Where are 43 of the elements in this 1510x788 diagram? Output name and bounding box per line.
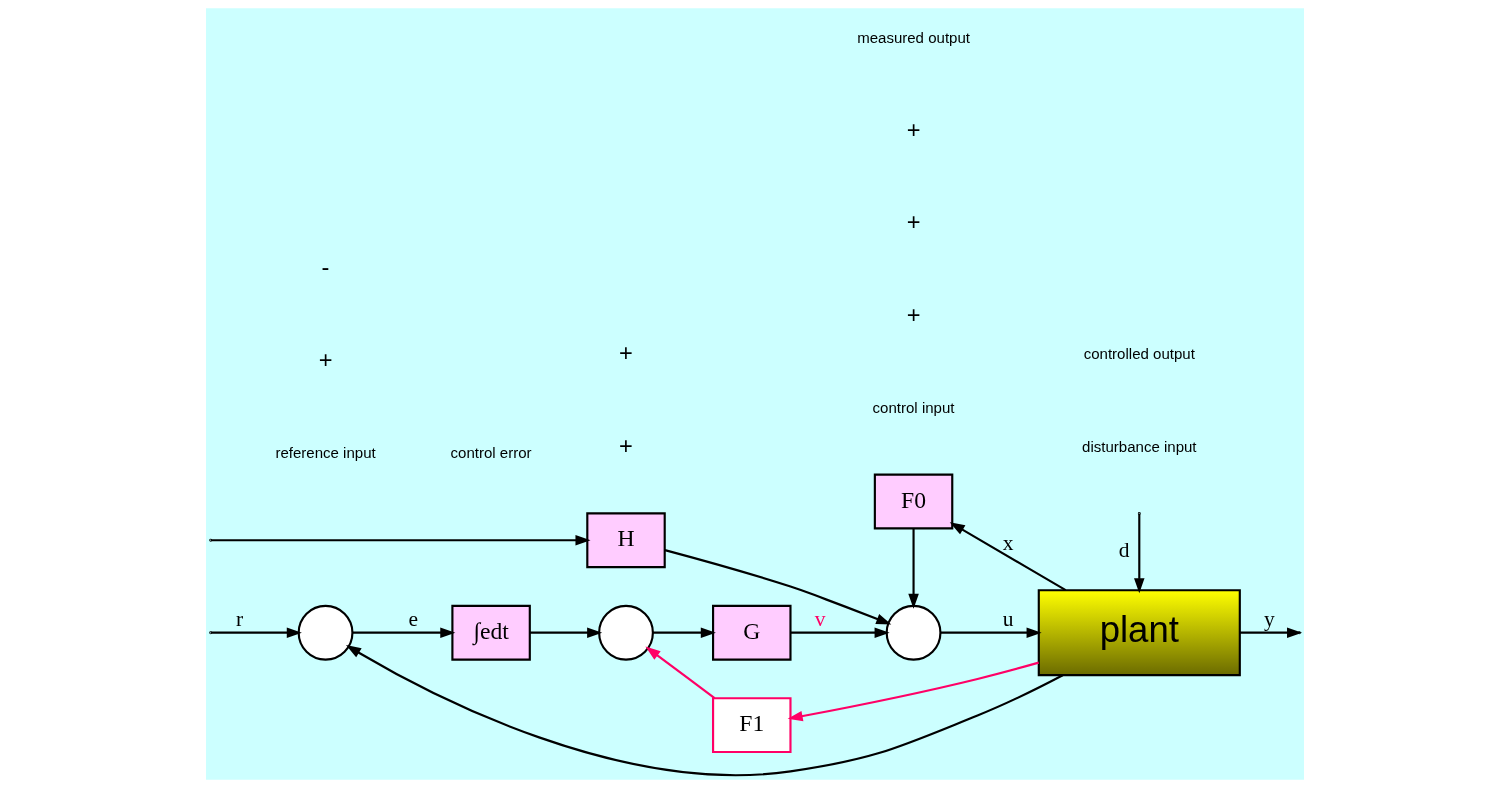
node-box: G — [712, 604, 792, 661]
label: + — [906, 209, 921, 236]
arrow — [949, 522, 1067, 592]
label: measured output — [857, 29, 970, 47]
node-box: F1 — [712, 697, 792, 754]
arrow — [211, 534, 591, 546]
arrow — [664, 549, 892, 625]
label: + — [906, 301, 921, 328]
edge-label: x — [1002, 530, 1014, 555]
arrow — [908, 528, 919, 609]
label: disturbance input — [1082, 437, 1197, 455]
node-box: ∫edt — [451, 604, 531, 661]
label: controlled output — [1083, 345, 1195, 363]
edge-label: u — [1002, 607, 1014, 632]
edge-label: r — [235, 607, 244, 632]
arrow — [352, 627, 456, 638]
node-circle — [598, 604, 654, 661]
arrow — [940, 627, 1042, 638]
arrow — [790, 627, 890, 638]
edge-label: e — [408, 607, 418, 632]
edge-label: y — [1263, 607, 1275, 632]
arrow — [211, 627, 302, 638]
node-circle — [297, 604, 354, 661]
arrow — [787, 661, 1039, 722]
label: reference input — [275, 444, 376, 462]
arrow — [529, 627, 603, 638]
label: - — [321, 254, 330, 281]
label: + — [906, 116, 921, 143]
arrow — [645, 646, 716, 699]
node-circle — [885, 604, 942, 661]
node-box: H — [586, 512, 666, 569]
node-box: F0 — [873, 473, 954, 530]
label: + — [318, 346, 333, 373]
edge-label: v — [814, 607, 826, 632]
label: control input — [872, 399, 955, 417]
label: + — [619, 432, 633, 459]
label: control error — [450, 444, 532, 462]
arrow — [346, 645, 1064, 776]
arrow — [653, 627, 716, 638]
node-box: plant — [1037, 589, 1241, 677]
label: + — [619, 340, 633, 367]
arrow — [1134, 513, 1145, 594]
edge-label: d — [1118, 538, 1130, 563]
